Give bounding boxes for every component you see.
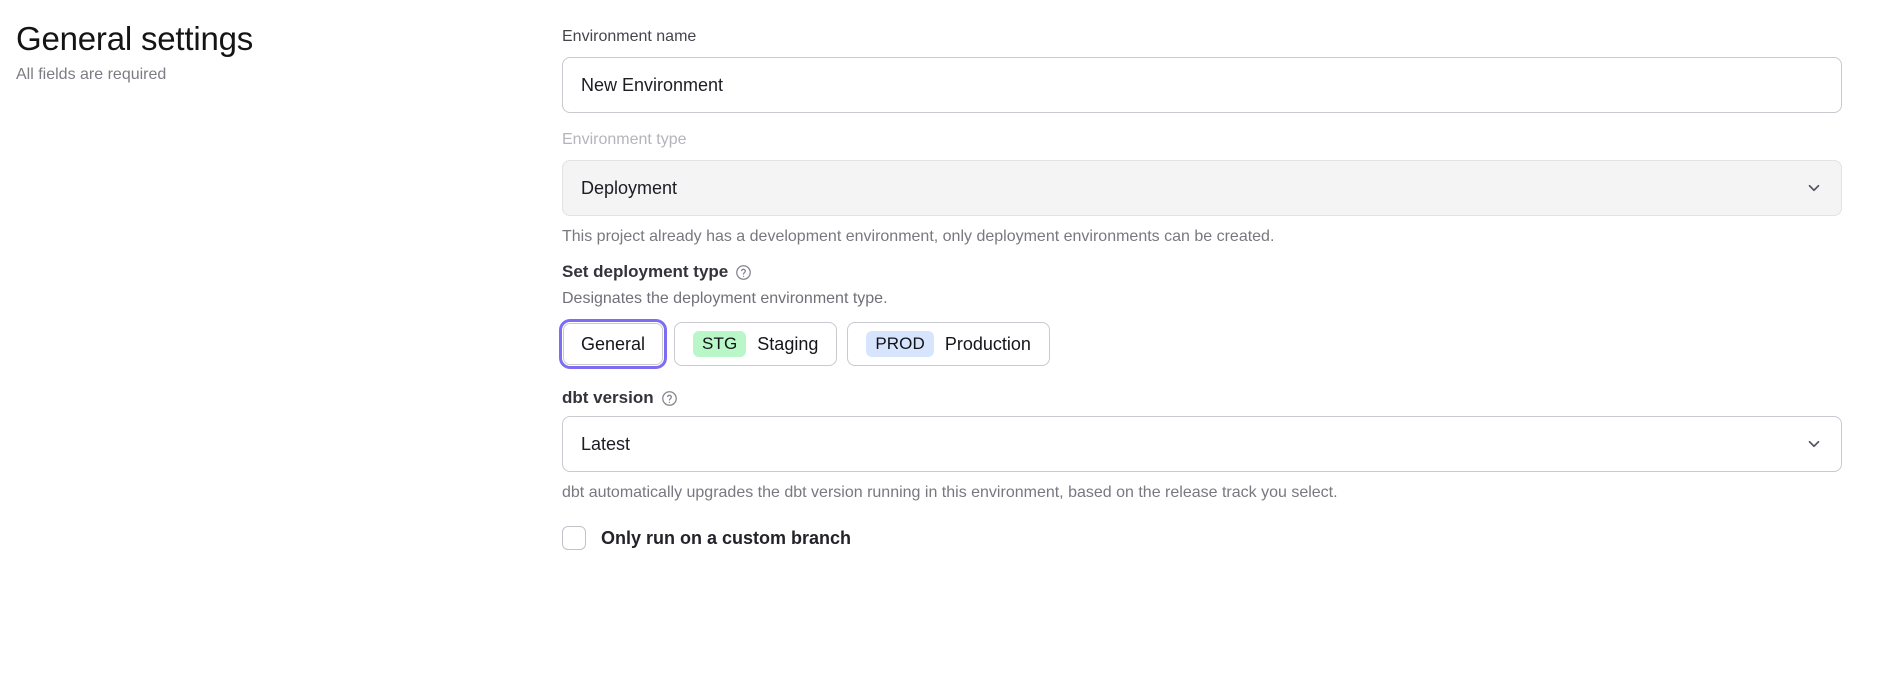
dbt-version-label: dbt version: [562, 388, 654, 407]
deployment-type-description: Designates the deployment environment ty…: [562, 290, 888, 307]
chevron-down-icon: [1805, 435, 1823, 453]
environment-type-label: Environment type: [562, 131, 687, 148]
dbt-version-hint: dbt automatically upgrades the dbt versi…: [562, 484, 1338, 501]
question-circle-icon[interactable]: [735, 264, 752, 281]
deployment-type-label: Set deployment type: [562, 262, 729, 281]
deployment-type-label-row: Set deployment type: [562, 260, 1842, 284]
spacer: [562, 248, 1842, 260]
custom-branch-label[interactable]: Only run on a custom branch: [601, 527, 852, 548]
deployment-type-options: General STG Staging PROD Production: [562, 322, 1842, 366]
field-environment-type: Environment type Deployment This project…: [562, 129, 1842, 248]
page-title: General settings: [16, 20, 254, 57]
deployment-type-option-general[interactable]: General: [562, 322, 665, 366]
environment-type-select[interactable]: Deployment: [562, 160, 1842, 216]
field-environment-name: Environment name New Environment: [562, 26, 1842, 113]
environment-name-input[interactable]: New Environment: [562, 57, 1842, 113]
environment-name-value: New Environment: [581, 74, 724, 95]
deployment-type-option-production[interactable]: PROD Production: [847, 322, 1050, 366]
deployment-type-option-staging[interactable]: STG Staging: [674, 322, 838, 366]
option-label-general: General: [581, 333, 646, 354]
environment-name-label: Environment name: [562, 28, 697, 45]
option-label-staging: Staging: [757, 333, 819, 354]
production-badge: PROD: [866, 331, 934, 357]
settings-form-column: Environment name New Environment Environ…: [562, 14, 1890, 678]
custom-branch-row: Only run on a custom branch: [562, 526, 1842, 550]
field-deployment-type: Set deployment type Designates the deplo…: [562, 260, 1842, 366]
dbt-version-value: Latest: [581, 433, 631, 454]
chevron-down-icon: [1805, 179, 1823, 197]
environment-type-value: Deployment: [581, 177, 678, 198]
dbt-version-select[interactable]: Latest: [562, 416, 1842, 472]
environment-type-hint: This project already has a development e…: [562, 228, 1275, 245]
field-dbt-version: dbt version Latest dbt automatica: [562, 386, 1842, 504]
option-label-production: Production: [944, 333, 1031, 354]
staging-badge: STG: [693, 331, 747, 357]
question-circle-icon[interactable]: [661, 390, 678, 407]
page-subtitle: All fields are required: [16, 66, 167, 83]
dbt-version-label-row: dbt version: [562, 386, 1842, 410]
settings-header-column: General settings All fields are required: [0, 14, 562, 678]
spacer: [562, 113, 1842, 129]
custom-branch-checkbox[interactable]: [562, 526, 586, 550]
